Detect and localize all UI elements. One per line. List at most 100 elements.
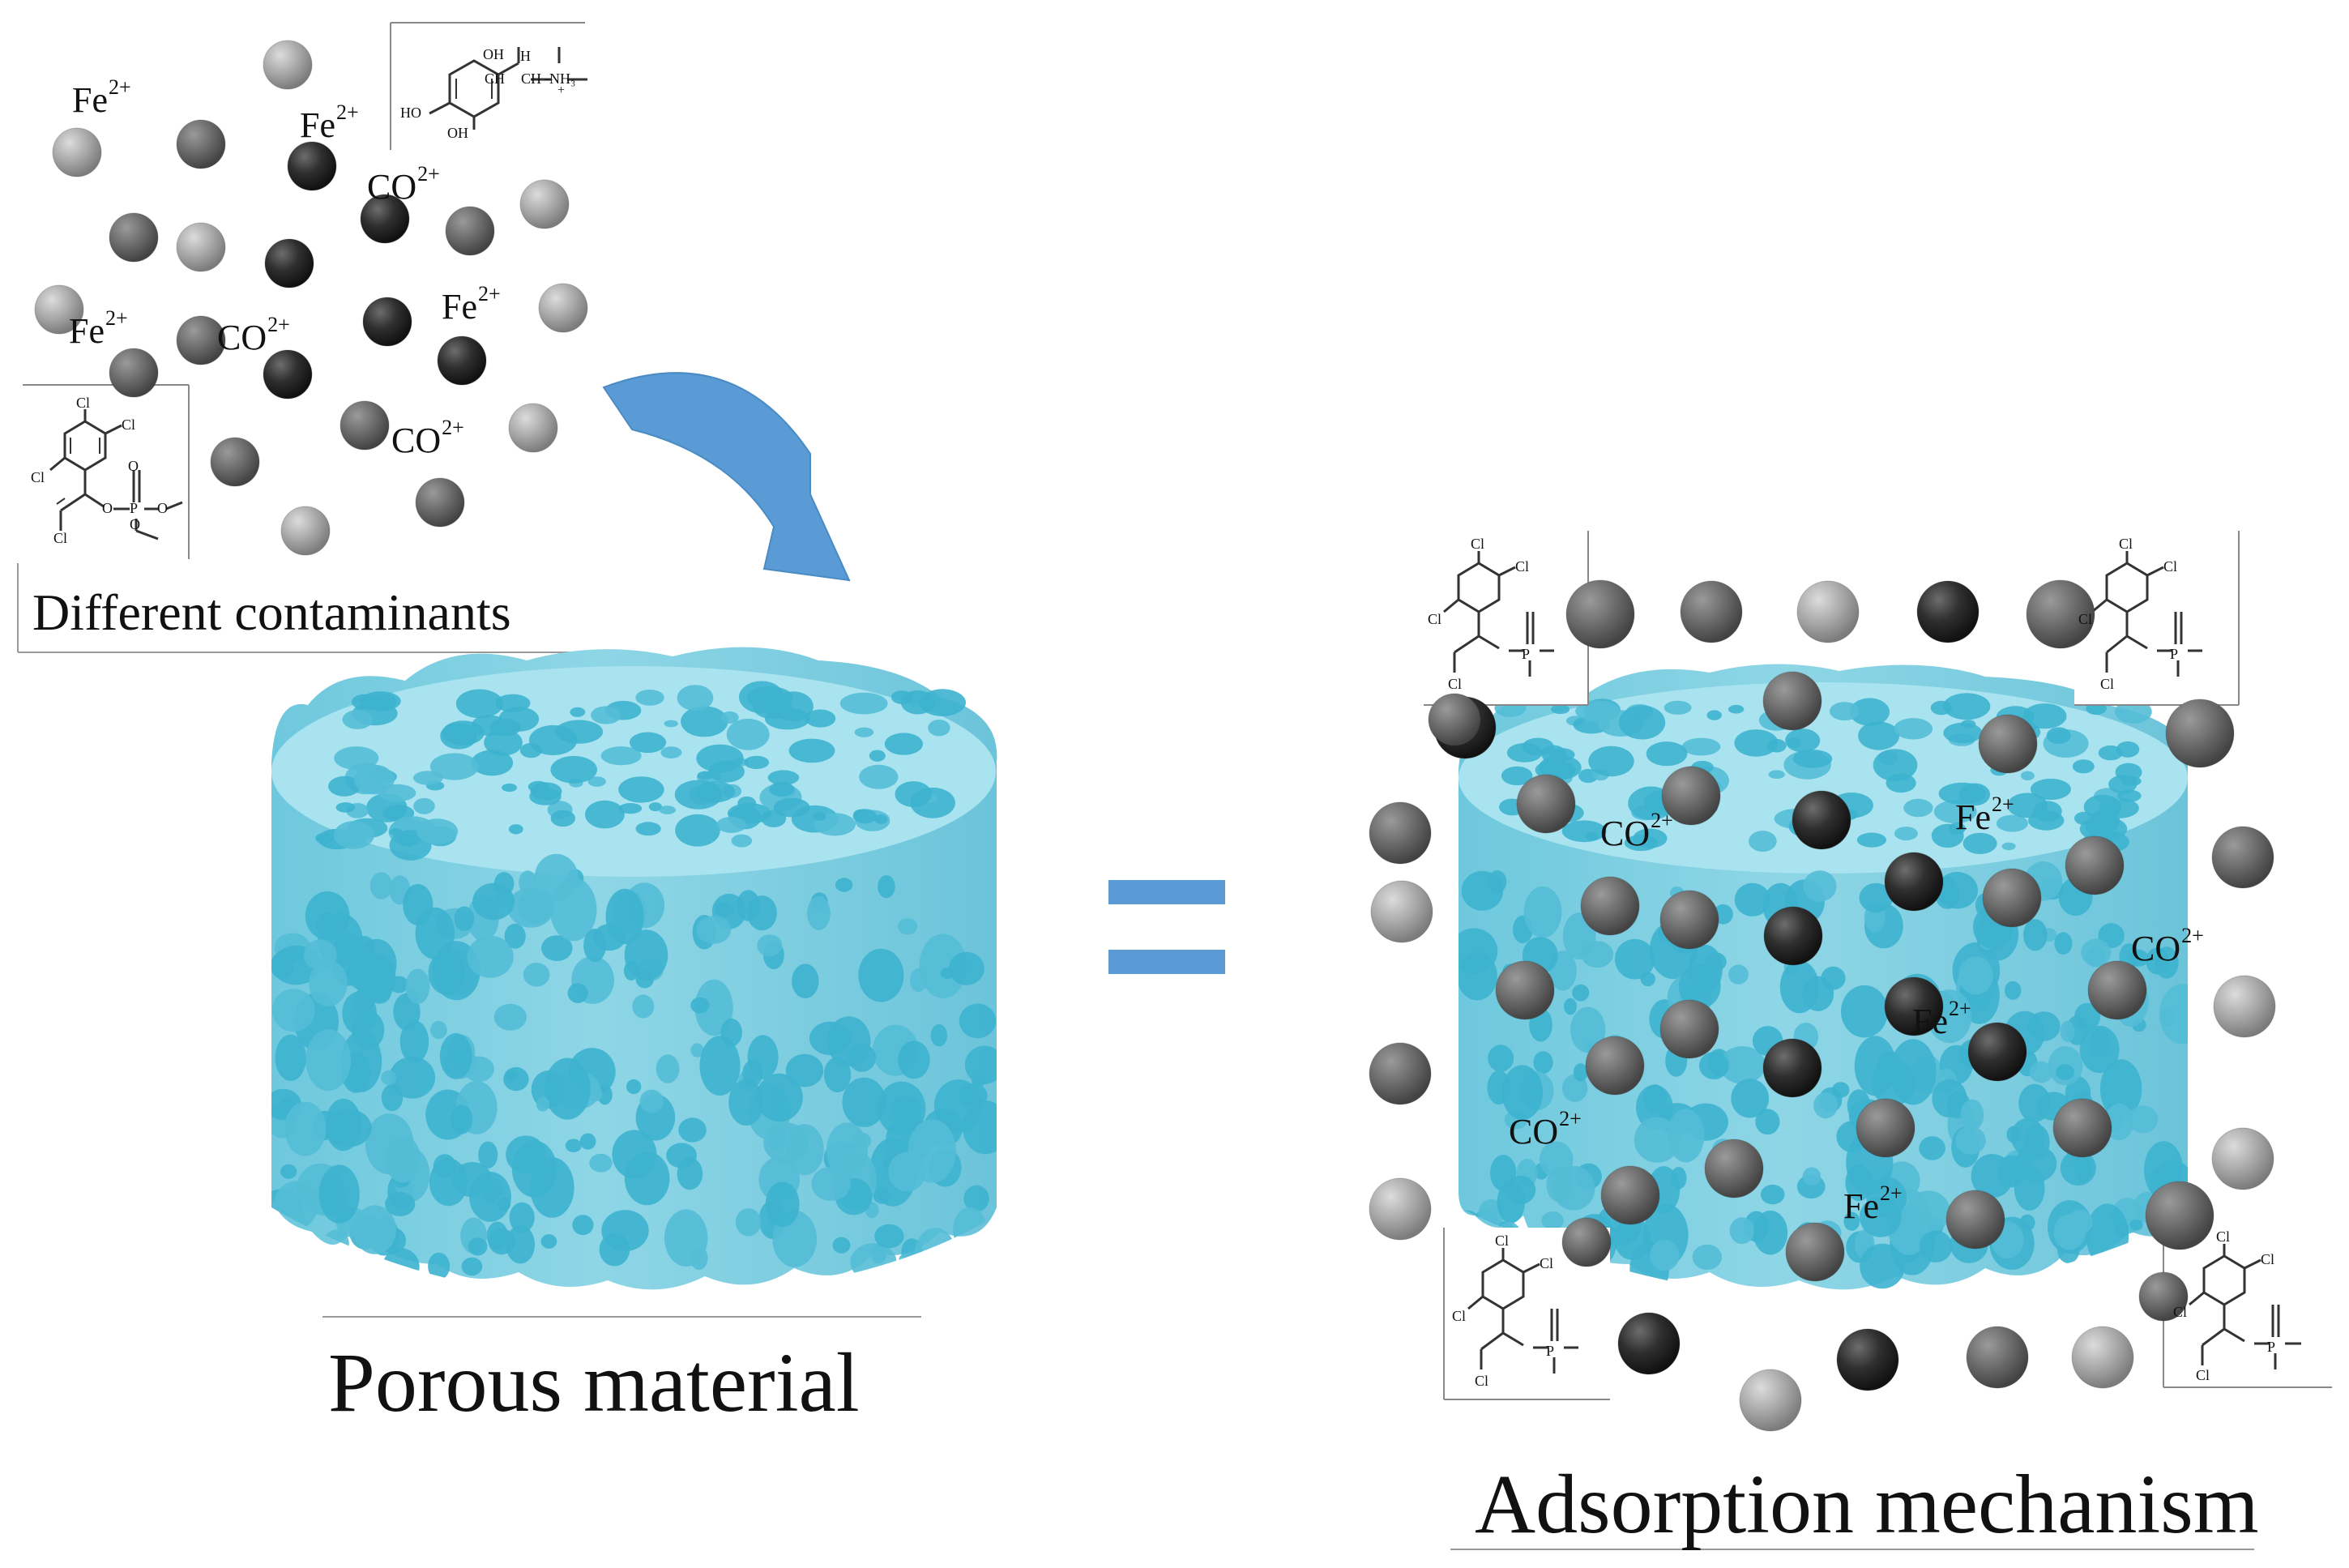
- pore: [305, 1029, 352, 1092]
- pore: [389, 1056, 436, 1099]
- atom-label-cl: Cl: [76, 395, 91, 411]
- sphere-particle-icon: [1580, 876, 1640, 936]
- sphere-particle-icon: [1763, 906, 1823, 966]
- pore: [540, 1234, 557, 1249]
- pore: [874, 1224, 904, 1249]
- pore: [600, 746, 642, 766]
- pore: [428, 1252, 451, 1280]
- pore: [280, 1164, 297, 1179]
- pore: [534, 853, 579, 903]
- sphere-particle-icon: [176, 315, 226, 365]
- ion-label-fe: Fe2+: [442, 282, 501, 327]
- pore: [1841, 985, 1888, 1038]
- pore: [1706, 710, 1722, 720]
- atom-label-oh-2: OH: [447, 125, 468, 141]
- pore: [884, 733, 923, 755]
- atom-label-cl: Cl: [2261, 1251, 2275, 1267]
- pore: [761, 810, 787, 827]
- pore: [648, 802, 663, 812]
- adsorbed-particles: [1369, 579, 2276, 1432]
- norepinephrine-structure: [390, 22, 587, 150]
- pore: [2033, 801, 2062, 822]
- pore: [1931, 823, 1964, 848]
- pore: [624, 929, 668, 981]
- sphere-particle-icon: [1884, 976, 1944, 1036]
- atom-label-cl: Cl: [1515, 558, 1530, 575]
- sphere-particle-icon: [340, 400, 390, 451]
- pore: [763, 1122, 809, 1163]
- sphere-particle-icon: [1739, 1369, 1802, 1432]
- pore: [1894, 827, 1918, 841]
- pore: [635, 690, 664, 706]
- pore: [342, 991, 377, 1036]
- pore: [1903, 798, 1933, 818]
- pore: [809, 1021, 851, 1055]
- pore: [572, 1215, 594, 1236]
- pore: [869, 750, 886, 762]
- pore: [519, 742, 542, 758]
- atom-label-cl: Cl: [2078, 611, 2093, 627]
- pore: [2014, 1145, 2057, 1182]
- pore: [369, 872, 392, 899]
- pore: [753, 695, 792, 720]
- pore: [1919, 1230, 1953, 1263]
- atom-label-cl: Cl: [1495, 1233, 1510, 1249]
- pore: [454, 906, 475, 932]
- pore: [2060, 1020, 2075, 1043]
- sphere-particle-icon: [1659, 999, 1719, 1059]
- pore: [1849, 698, 1890, 726]
- sphere-particle-icon: [445, 206, 495, 256]
- pore: [2018, 1083, 2051, 1122]
- pore: [318, 1164, 360, 1224]
- pore: [959, 1003, 997, 1039]
- pore: [664, 1209, 708, 1267]
- pore: [503, 1066, 529, 1092]
- sphere-particle-icon: [1967, 1022, 2027, 1082]
- pore: [1461, 870, 1504, 911]
- pore: [1646, 741, 1688, 767]
- pore: [455, 689, 503, 719]
- pore: [2060, 1150, 2096, 1186]
- pore: [591, 706, 621, 724]
- sphere-particle-icon: [2071, 1326, 2134, 1389]
- sphere-particle-icon: [1945, 1190, 2005, 1250]
- sphere-particle-icon: [437, 335, 487, 386]
- pore: [504, 923, 526, 949]
- pore: [728, 1079, 764, 1126]
- atom-label-cl: Cl: [1471, 536, 1485, 552]
- pore: [2146, 947, 2169, 975]
- pore: [1890, 1039, 1937, 1105]
- pore: [1719, 1046, 1766, 1084]
- pore: [1858, 721, 1900, 750]
- sphere-particle-icon: [360, 194, 410, 244]
- sphere-particle-icon: [176, 222, 226, 272]
- pore: [2030, 778, 2071, 801]
- pore: [1919, 1136, 1945, 1160]
- pore: [858, 948, 904, 1002]
- pore: [632, 994, 655, 1019]
- pore: [1768, 770, 1785, 779]
- organophosphate-structure-1: [23, 384, 190, 559]
- pore: [440, 723, 477, 750]
- atom-label-ho: HO: [400, 105, 421, 121]
- pore: [1749, 831, 1777, 852]
- atom-label-cl: Cl: [2163, 558, 2178, 575]
- pore: [567, 983, 588, 1003]
- sphere-particle-icon: [280, 506, 331, 556]
- pore: [716, 816, 746, 833]
- sphere-particle-icon: [1617, 1312, 1681, 1375]
- porous-sponge-left: [271, 647, 997, 1290]
- pore: [1971, 1154, 2014, 1198]
- pore: [519, 870, 537, 895]
- pore: [895, 781, 932, 807]
- atom-label-cl: Cl: [1475, 1373, 1489, 1389]
- pore: [930, 1024, 948, 1047]
- pore: [1728, 704, 1745, 714]
- pore: [583, 929, 607, 963]
- pore: [1731, 1079, 1770, 1118]
- pore: [811, 1166, 851, 1201]
- pore: [589, 1153, 613, 1173]
- pore: [541, 935, 573, 961]
- sphere-particle-icon: [264, 238, 314, 288]
